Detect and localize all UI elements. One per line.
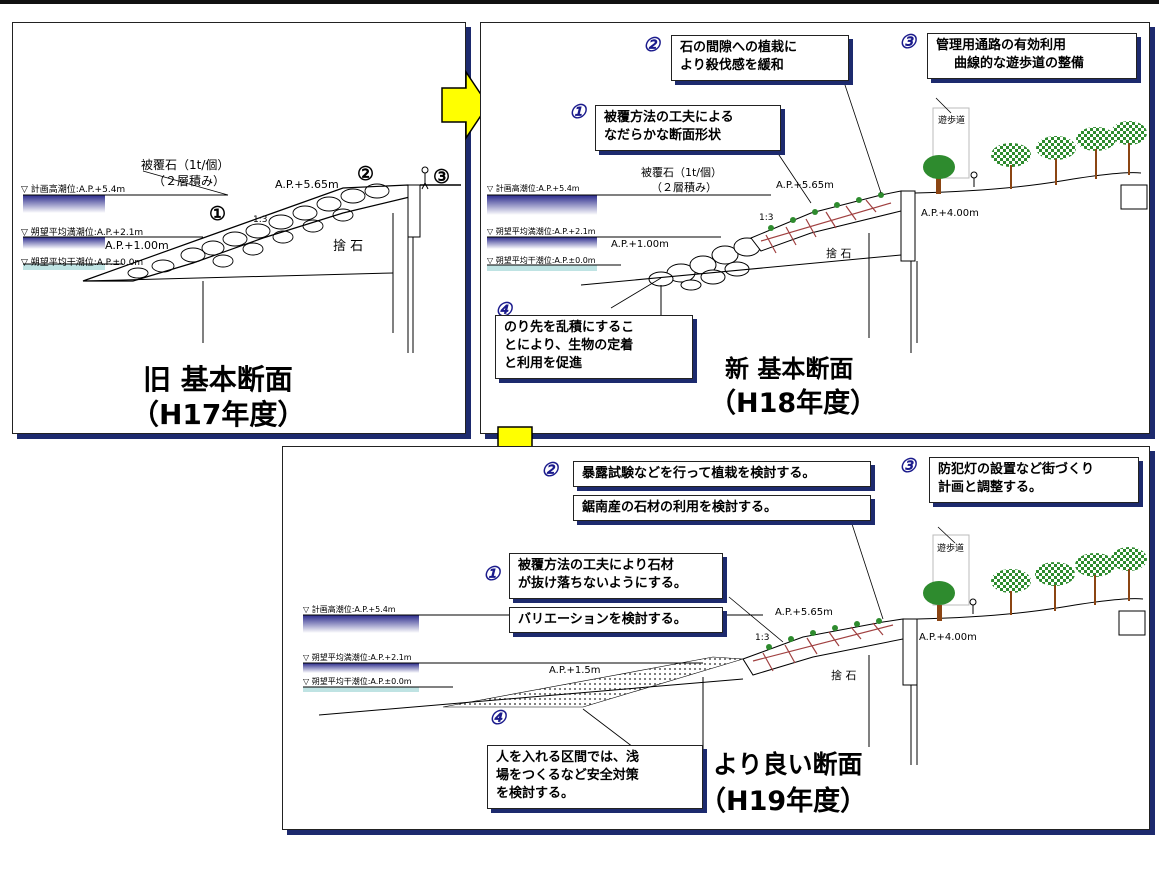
panel-old-section: ▽ 計画高潮位:A.P.+5.4m ▽ 朔望平均満潮位:A.P.+2.1m ▽ … — [12, 22, 466, 434]
new-tide-mean-high: ▽ 朔望平均満潮位:A.P.+2.1m — [487, 227, 596, 236]
better-number-1: ① — [483, 563, 501, 585]
old-slope: 1:3 — [253, 215, 268, 225]
better-ap-mid: A.P.+1.5m — [549, 665, 601, 676]
better-section-drawing — [303, 520, 1147, 767]
new-promenade: 遊歩道 — [938, 116, 966, 126]
old-tide-mean-high: ▽ 朔望平均満潮位:A.P.+2.1m — [21, 228, 144, 238]
new-callout-4: のり先を乱積にすることにより、生物の定着と利用を促進 — [495, 315, 693, 379]
old-section-drawing — [23, 166, 461, 353]
old-number-3: ③ — [433, 166, 451, 188]
better-number-3: ③ — [899, 455, 917, 477]
old-number-2: ② — [357, 163, 375, 185]
better-callout-1a: 被覆方法の工夫により石材が抜け落ちないようにする。 — [509, 553, 723, 599]
better-promenade: 遊歩道 — [937, 544, 965, 554]
new-tide-mean-low: ▽ 朔望平均干潮位:A.P.±0.0m — [487, 256, 596, 265]
old-tide-mean-low: ▽ 朔望平均干潮位:A.P.±0.0m — [21, 258, 144, 268]
better-ap-top: A.P.+5.65m — [775, 607, 833, 618]
better-year: （H19年度） — [699, 786, 868, 817]
new-stone-label-2: （２層積み） — [651, 181, 717, 194]
top-border — [0, 0, 1159, 4]
better-callout-4: 人を入れる区間では、浅場をつくるなど安全対策を検討する。 — [487, 745, 703, 809]
old-ap-mid: A.P.+1.00m — [105, 239, 169, 252]
old-ap-top: A.P.+5.65m — [275, 178, 339, 191]
new-fill: 捨 石 — [826, 247, 852, 260]
arrow-right-icon — [441, 70, 489, 140]
new-section-drawing — [487, 72, 1148, 353]
better-number-4: ④ — [489, 707, 507, 729]
better-callout-2a: 暴露試験などを行って植栽を検討する。 — [573, 461, 871, 487]
better-callout-3: 防犯灯の設置など街づくり計画と調整する。 — [929, 457, 1139, 503]
old-stone-label-2: （２層積み） — [153, 174, 226, 188]
better-callout-1b: バリエーションを検討する。 — [509, 607, 723, 633]
new-tide-high: ▽ 計画高潮位:A.P.+5.4m — [487, 184, 580, 193]
new-ap-mid: A.P.+1.00m — [611, 239, 669, 250]
old-number-1: ① — [209, 203, 227, 225]
better-tide-high: ▽ 計画高潮位:A.P.+5.4m — [303, 605, 396, 614]
new-stone-label-1: 被覆石（1t/個） — [641, 166, 723, 179]
new-ap-top: A.P.+5.65m — [776, 180, 834, 191]
better-callout-2b: 鋸南産の石材の利用を検討する。 — [573, 495, 871, 521]
old-fill: 捨 石 — [333, 239, 364, 254]
new-callout-3: 管理用通路の有効利用曲線的な遊歩道の整備 — [927, 33, 1137, 79]
new-number-2: ② — [643, 34, 661, 56]
new-ap-wall: A.P.+4.00m — [921, 208, 979, 219]
better-slope: 1:3 — [755, 633, 770, 643]
new-number-1: ① — [569, 101, 587, 123]
new-callout-1: 被覆方法の工夫によるなだらかな断面形状 — [595, 105, 781, 151]
panel-better-section: ▽ 計画高潮位:A.P.+5.4m ▽ 朔望平均満潮位:A.P.+2.1m ▽ … — [282, 446, 1150, 830]
better-tide-mean-low: ▽ 朔望平均干潮位:A.P.±0.0m — [303, 677, 412, 686]
new-title: 新 基本断面 — [725, 355, 854, 383]
new-number-3: ③ — [899, 31, 917, 53]
better-title: より良い断面 — [713, 750, 863, 779]
panel-new-section: ▽ 計画高潮位:A.P.+5.4m ▽ 朔望平均満潮位:A.P.+2.1m ▽ … — [480, 22, 1150, 434]
old-title: 旧 基本断面 — [143, 363, 293, 396]
old-tide-high: ▽ 計画高潮位:A.P.+5.4m — [21, 185, 126, 195]
new-slope: 1:3 — [759, 213, 774, 223]
new-callout-2: 石の間隙への植栽により殺伐感を緩和 — [671, 35, 849, 81]
better-fill: 捨 石 — [831, 669, 857, 682]
old-stone-label-1: 被覆石（1t/個） — [141, 158, 230, 172]
better-tide-mean-high: ▽ 朔望平均満潮位:A.P.+2.1m — [303, 653, 412, 662]
new-year: （H18年度） — [709, 388, 878, 419]
old-year: （H17年度） — [131, 398, 306, 431]
better-number-2: ② — [541, 459, 559, 481]
better-ap-wall: A.P.+4.00m — [919, 632, 977, 643]
